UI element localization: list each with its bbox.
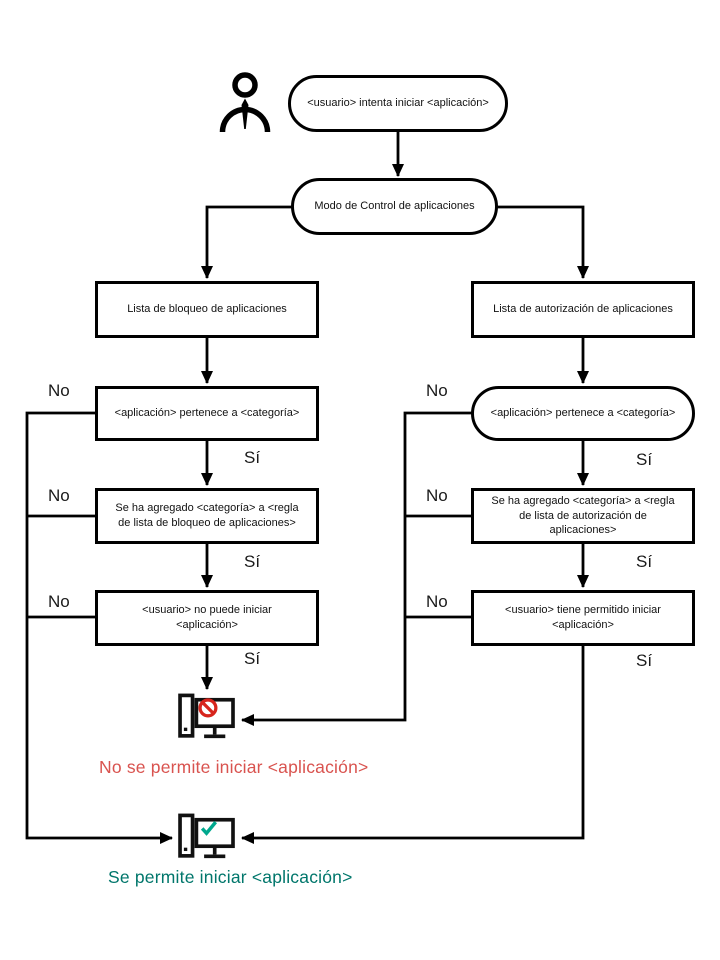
block-rule-node-label: Se ha agregado <categoría> a <regla de l… bbox=[115, 502, 299, 529]
edge-label-yes-left-1: Sí bbox=[244, 448, 261, 467]
allowlist-node-label: Lista de autorización de aplicaciones bbox=[493, 303, 673, 316]
edge-label-no-right-3: No bbox=[426, 592, 448, 611]
blocked-computer-icon bbox=[178, 693, 235, 739]
block-user-node: <usuario> no puede iniciar <aplicación> bbox=[95, 590, 319, 646]
mode-node: Modo de Control de aplicaciones bbox=[291, 178, 498, 235]
allow-category-node-label: <aplicación> pertenece a <categoría> bbox=[490, 407, 676, 420]
edge-label-no-right-1: No bbox=[426, 381, 448, 400]
block-category-node: <aplicación> pertenece a <categoría> bbox=[95, 386, 319, 441]
blocked-outcome-text: No se permite iniciar <aplicación> bbox=[99, 757, 369, 777]
check-icon bbox=[200, 821, 218, 836]
allow-user-node: <usuario> tiene permitido iniciar <aplic… bbox=[471, 590, 695, 646]
block-user-node-label: <usuario> no puede iniciar <aplicación> bbox=[142, 604, 272, 631]
edge-label-no-left-2: No bbox=[48, 486, 70, 505]
block-category-node-label: <aplicación> pertenece a <categoría> bbox=[114, 407, 300, 420]
block-rule-node: Se ha agregado <categoría> a <regla de l… bbox=[95, 488, 319, 544]
prohibition-icon bbox=[198, 698, 218, 718]
edge-label-no-left-1: No bbox=[48, 381, 70, 400]
edge-label-yes-right-2: Sí bbox=[636, 552, 653, 571]
start-node-label: <usuario> intenta iniciar <aplicación> bbox=[307, 97, 489, 110]
allow-category-node: <aplicación> pertenece a <categoría> bbox=[471, 386, 695, 441]
allowed-outcome-text: Se permite iniciar <aplicación> bbox=[108, 867, 353, 887]
edge-label-yes-right-3: Sí bbox=[636, 651, 653, 670]
start-node: <usuario> intenta iniciar <aplicación> bbox=[288, 75, 508, 132]
blocklist-node: Lista de bloqueo de aplicaciones bbox=[95, 281, 319, 338]
allow-rule-node: Se ha agregado <categoría> a <regla de l… bbox=[471, 488, 695, 544]
edge-label-yes-left-2: Sí bbox=[244, 552, 261, 571]
mode-node-label: Modo de Control de aplicaciones bbox=[314, 200, 475, 213]
edge-label-no-left-3: No bbox=[48, 592, 70, 611]
edge-label-yes-right-1: Sí bbox=[636, 450, 653, 469]
allow-user-node-label: <usuario> tiene permitido iniciar <aplic… bbox=[505, 604, 661, 631]
allowlist-node: Lista de autorización de aplicaciones bbox=[471, 281, 695, 338]
user-icon bbox=[219, 72, 271, 133]
edge-label-no-right-2: No bbox=[426, 486, 448, 505]
allow-rule-node-label: Se ha agregado <categoría> a <regla de l… bbox=[491, 494, 675, 537]
edge-label-yes-left-3: Sí bbox=[244, 649, 261, 668]
blocklist-node-label: Lista de bloqueo de aplicaciones bbox=[127, 303, 287, 316]
allowed-computer-icon bbox=[178, 813, 235, 859]
